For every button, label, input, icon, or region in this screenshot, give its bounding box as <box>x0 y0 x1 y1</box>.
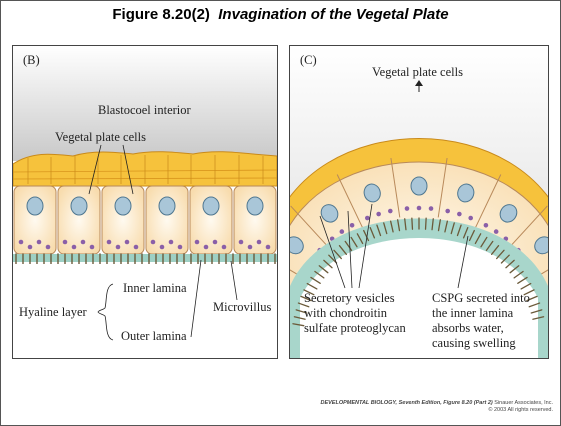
vesicle <box>125 240 130 245</box>
nucleus <box>27 197 43 215</box>
svg-text:the inner lamina: the inner lamina <box>432 306 514 320</box>
vesicle <box>169 240 174 245</box>
vesicle <box>46 245 51 250</box>
outer-lamina-label: Outer lamina <box>121 329 187 343</box>
nucleus <box>159 197 175 215</box>
vesicle <box>195 240 200 245</box>
yellow-apical-layer <box>13 152 277 186</box>
blastocoel-label: Blastocoel interior <box>98 103 192 117</box>
nucleus <box>411 177 427 195</box>
footer-rights: © 2003 All rights reserved. <box>320 407 553 414</box>
vegetal-plate-label-c: Vegetal plate cells <box>372 65 463 79</box>
vesicle <box>239 240 244 245</box>
vesicle <box>257 240 262 245</box>
hyaline-layer-label: Hyaline layer <box>19 305 88 319</box>
inner-lamina-label: Inner lamina <box>123 281 187 295</box>
inner-lamina-band <box>13 254 277 262</box>
svg-text:Secretory vesicles: Secretory vesicles <box>304 291 395 305</box>
vesicle <box>37 240 42 245</box>
vegetal-cells-b <box>14 186 276 254</box>
vesicle <box>248 245 253 250</box>
vesicle <box>445 209 450 214</box>
vesicle <box>468 216 473 221</box>
vesicle <box>376 212 381 217</box>
vesicle <box>151 240 156 245</box>
panel-c-illustration: (C) Vegetal plate cells Secretory vesicl… <box>290 46 548 358</box>
microvillus <box>412 218 413 229</box>
panel-b-letter: (B) <box>23 53 40 67</box>
figure-number: Figure 8.20(2) <box>112 6 210 23</box>
microvillus-label: Microvillus <box>213 300 271 314</box>
microvillus <box>426 218 427 229</box>
vegetal-plate-label-b: Vegetal plate cells <box>55 130 146 144</box>
svg-text:causing swelling: causing swelling <box>432 336 516 350</box>
panel-c-letter: (C) <box>300 53 317 67</box>
vesicle <box>405 206 410 211</box>
vesicle <box>63 240 68 245</box>
svg-text:sulfate proteoglycan: sulfate proteoglycan <box>304 321 406 335</box>
vesicle <box>388 209 393 214</box>
footer-book-title: DEVELOPMENTAL BIOLOGY, Seventh Edition <box>320 400 440 406</box>
vesicle <box>266 245 271 250</box>
vesicle <box>365 216 370 221</box>
vesicle <box>81 240 86 245</box>
panel-b-illustration: (B) Blastocoel interior Vegetal plate ce… <box>13 46 277 358</box>
svg-text:CSPG secreted into: CSPG secreted into <box>432 291 530 305</box>
panel-b: (B) Blastocoel interior Vegetal plate ce… <box>12 45 278 359</box>
vesicle <box>222 245 227 250</box>
panel-c: (C) Vegetal plate cells Secretory vesicl… <box>289 45 549 359</box>
vesicle <box>72 245 77 250</box>
vesicle <box>484 223 489 228</box>
vesicle <box>429 206 434 211</box>
copyright-footer: DEVELOPMENTAL BIOLOGY, Seventh Edition, … <box>320 400 553 413</box>
vesicle <box>19 240 24 245</box>
vesicle <box>107 240 112 245</box>
vesicle <box>90 245 95 250</box>
vesicle <box>457 212 462 217</box>
vesicle <box>134 245 139 250</box>
vesicle <box>350 223 355 228</box>
nucleus <box>247 197 263 215</box>
vesicle <box>204 245 209 250</box>
vesicle <box>116 245 121 250</box>
footer-figure-ref: , Figure 8.20 (Part 2) <box>440 400 493 406</box>
figure-title: Figure 8.20(2) Invagination of the Veget… <box>0 6 561 23</box>
footer-publisher: Sinauer Associates, Inc. <box>493 400 553 406</box>
svg-text:with chondroitin: with chondroitin <box>304 306 388 320</box>
vesicle <box>160 245 165 250</box>
nucleus <box>71 197 87 215</box>
vesicle <box>494 229 499 234</box>
figure-caption: Invagination of the Vegetal Plate <box>218 6 448 23</box>
vesicle <box>340 229 345 234</box>
vesicle <box>417 206 422 211</box>
vesicle <box>213 240 218 245</box>
svg-text:absorbs water,: absorbs water, <box>432 321 504 335</box>
vesicle <box>28 245 33 250</box>
vesicle <box>178 245 183 250</box>
nucleus <box>203 197 219 215</box>
nucleus <box>115 197 131 215</box>
